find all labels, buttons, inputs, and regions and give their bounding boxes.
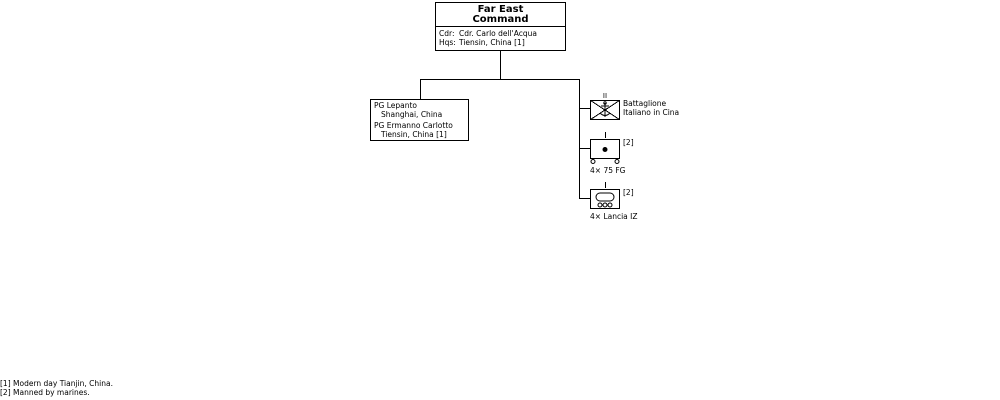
headquarters-label: Hqs:: [439, 38, 456, 47]
ship-name: PG Ermanno Carlotto: [374, 121, 453, 130]
armored-car-caption: 4× Lancia IZ: [590, 212, 638, 221]
hq-commander-row: Cdr: Cdr. Carlo dell'Acqua: [439, 29, 565, 38]
ships-box: PG Lepanto Shanghai, China PG Ermanno Ca…: [370, 99, 469, 141]
hq-title-line1: Far East: [477, 4, 524, 15]
hq-headquarters-row: Hqs:Tiensin, China [1]: [439, 38, 565, 47]
hq-info: Cdr: Cdr. Carlo dell'Acqua Hqs:Tiensin, C…: [436, 27, 565, 47]
hq-title-line2: Command: [472, 14, 529, 25]
armored-car-footnote-ref: [2]: [623, 188, 634, 197]
hq-title: Far East Command: [436, 3, 565, 27]
footnote: [1] Modern day Tianjin, China.: [0, 379, 113, 388]
field-gun-icon: [590, 132, 620, 164]
marine-infantry-icon: II: [590, 92, 620, 120]
commander-value: Cdr. Carlo dell'Acqua: [459, 29, 537, 38]
battalion-label: Battaglione Italiano in Cina: [623, 99, 679, 117]
battalion-label-line1: Battaglione: [623, 99, 667, 108]
armored-car-icon: [590, 182, 620, 209]
ship-name: PG Lepanto: [374, 101, 418, 110]
field-gun-footnote-ref: [2]: [623, 138, 634, 147]
field-gun-caption: 4× 75 FG: [590, 166, 626, 175]
ship-location: Tiensin, China [1]: [381, 130, 447, 139]
footnote: [2] Manned by marines.: [0, 388, 90, 397]
battalion-label-line2: Italiano in Cina: [623, 108, 680, 117]
ship-location: Shanghai, China: [381, 110, 443, 119]
commander-label: Cdr:: [439, 29, 455, 38]
echelon-marker: II: [603, 92, 607, 100]
footnotes: [1] Modern day Tianjin, China. [2] Manne…: [0, 379, 113, 397]
ship-entry: PG Ermanno Carlotto Tiensin, China [1]: [374, 121, 468, 139]
headquarters-value: Tiensin, China [1]: [459, 38, 525, 47]
ship-entry: PG Lepanto Shanghai, China: [374, 101, 468, 119]
hq-box: Far East Command Cdr: Cdr. Carlo dell'Acq…: [435, 2, 566, 51]
